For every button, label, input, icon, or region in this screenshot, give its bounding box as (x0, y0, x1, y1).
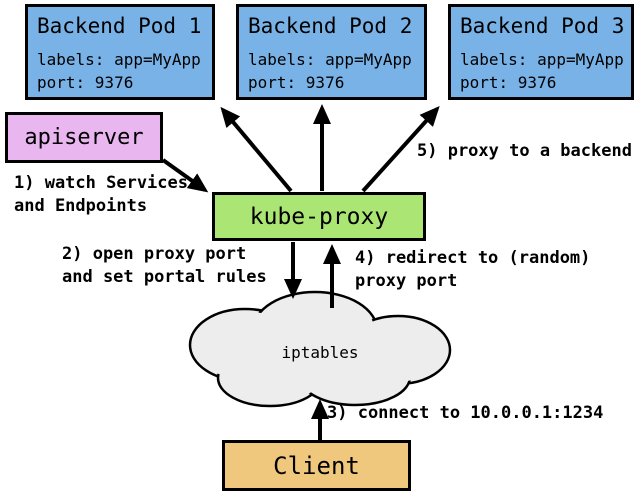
arrow-kube-proxy-to-pod-1 (220, 106, 293, 193)
step-5-proxy-label: 5) proxy to a backend (417, 141, 632, 161)
backend-pod-3-labels: labels: app=MyApp (460, 50, 624, 69)
kube-proxy-box: kube-proxy (212, 192, 426, 241)
backend-pod-1-box: Backend Pod 1 labels: app=MyApp port: 93… (25, 4, 215, 100)
backend-pod-2-box: Backend Pod 2 labels: app=MyApp port: 93… (236, 4, 427, 100)
client-box: Client (222, 440, 411, 491)
client-label: Client (273, 451, 360, 480)
step-1-watch-services-label: 1) watch Services and Endpoints (14, 173, 188, 216)
backend-pod-1-port: port: 9376 (37, 73, 134, 92)
backend-pod-2-title: Backend Pod 2 (248, 14, 413, 38)
apiserver-label: apiserver (24, 125, 144, 150)
backend-pod-3-box: Backend Pod 3 labels: app=MyApp port: 93… (448, 4, 634, 100)
backend-pod-1-labels: labels: app=MyApp (37, 50, 201, 69)
iptables-cloud (188, 290, 452, 408)
step-3-connect-label: 3) connect to 10.0.0.1:1234 (327, 403, 604, 423)
arrow-kube-proxy-to-pod-3 (361, 106, 440, 193)
arrow-apiserver-to-kube-proxy (161, 158, 209, 193)
kube-proxy-label: kube-proxy (249, 203, 389, 230)
backend-pod-3-title: Backend Pod 3 (460, 14, 625, 38)
backend-pod-2-port: port: 9376 (248, 73, 345, 92)
step-4-redirect-label: 4) redirect to (random) proxy port (355, 248, 591, 291)
backend-pod-1-title: Backend Pod 1 (37, 14, 202, 38)
iptables-label: iptables (281, 343, 359, 362)
backend-pod-3-port: port: 9376 (460, 73, 557, 92)
step-2-open-proxy-port-label: 2) open proxy port and set portal rules (62, 244, 267, 287)
apiserver-box: apiserver (5, 112, 163, 163)
backend-pod-2-labels: labels: app=MyApp (248, 50, 412, 69)
